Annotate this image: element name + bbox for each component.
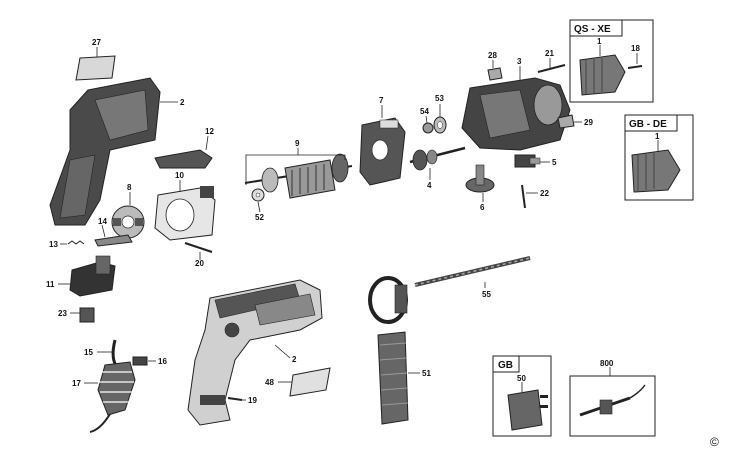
part-16-cable-clamp: 16 [132, 356, 167, 366]
callout-15: 15 [84, 348, 93, 357]
callout-27: 27 [92, 38, 101, 47]
part-29-label: 29 [557, 114, 593, 129]
callout-29: 29 [584, 118, 593, 127]
part-3-gear-housing: 3 [461, 57, 571, 151]
part-54-bearing: 54 [420, 107, 434, 134]
part-11-switch: 11 [46, 255, 116, 297]
callout-7: 7 [379, 96, 384, 105]
callout-54: 54 [420, 107, 429, 116]
part-20-screw: 20 [184, 242, 213, 268]
box-title-gb: GB [498, 360, 513, 371]
part-800-box: 800 [569, 359, 656, 437]
callout-51: 51 [422, 369, 431, 378]
box-title-qs-xe: QS - XE [574, 24, 611, 35]
callout-2-drill: 2 [292, 355, 297, 364]
part-4-spindle: 4 [409, 146, 466, 190]
part-13-spring: 13 [49, 240, 85, 249]
part-14-switch-lever: 14 [94, 217, 133, 247]
callout-17: 17 [72, 379, 81, 388]
callout-8: 8 [127, 183, 132, 192]
part-19-screw: 19 [227, 396, 257, 405]
callout-2-top: 2 [180, 98, 185, 107]
callout-800: 800 [600, 359, 614, 368]
callout-52: 52 [255, 213, 264, 222]
callout-53: 53 [435, 94, 444, 103]
callout-4: 4 [427, 181, 432, 190]
copyright-symbol: © [710, 435, 719, 449]
callout-1-qs: 1 [597, 37, 602, 46]
callout-48: 48 [265, 378, 274, 387]
part-23-capacitor: 23 [58, 307, 95, 323]
callout-50: 50 [517, 374, 526, 383]
gb-box: GB 50 [492, 355, 552, 437]
part-1-chuck-qs: 1 [579, 37, 626, 96]
callout-6: 6 [480, 203, 485, 212]
box-title-gb-de: GB - DE [629, 119, 667, 130]
part-2-housing-half: 2 [49, 77, 185, 226]
part-8-brush-plate: 8 [111, 183, 145, 239]
part-1-chuck-gb-de: 1 [631, 132, 681, 193]
callout-20: 20 [195, 259, 204, 268]
part-9-armature: 9 [244, 139, 353, 199]
callout-1-gb-de: 1 [655, 132, 660, 141]
callout-23: 23 [58, 309, 67, 318]
callout-13: 13 [49, 240, 58, 249]
callout-3: 3 [517, 57, 522, 66]
part-27-label-plate: 27 [75, 38, 116, 81]
assembled-drill: 2 [187, 279, 323, 426]
part-22-screw: 22 [521, 184, 549, 209]
part-52-bearing: 52 [251, 188, 265, 222]
callout-21: 21 [545, 49, 554, 58]
callout-16: 16 [158, 357, 167, 366]
callout-12: 12 [205, 127, 214, 136]
gb-de-box: GB - DE 1 [624, 114, 694, 201]
callout-11: 11 [46, 280, 55, 289]
callout-22: 22 [540, 189, 549, 198]
qs-xe-box: QS - XE 1 18 [569, 19, 654, 103]
part-7-gear-plate: 7 [359, 96, 406, 186]
part-800-cable-assembly: 800 [579, 359, 646, 417]
part-12-switch-cover: 12 [154, 127, 214, 169]
callout-28: 28 [488, 51, 497, 60]
callout-55: 55 [482, 290, 491, 299]
callout-5: 5 [552, 158, 557, 167]
part-51-side-handle: 51 [368, 276, 431, 425]
callout-18: 18 [631, 44, 640, 53]
part-6-mode-knob: 6 [465, 164, 495, 212]
callout-14: 14 [98, 217, 107, 226]
part-17-cable-guard: 17 [72, 361, 136, 433]
part-5-selector: 5 [514, 154, 557, 168]
part-48-label: 48 [265, 367, 331, 397]
part-53-bearing: 53 [433, 94, 447, 134]
part-55-depth-rod: 55 [414, 256, 531, 299]
part-10-field-stator: 10 [154, 171, 216, 241]
part-18-screw: 18 [627, 44, 643, 69]
part-21-screw: 21 [537, 49, 566, 73]
part-50-plug: 50 [507, 374, 548, 431]
callout-9: 9 [295, 139, 300, 148]
callout-10: 10 [175, 171, 184, 180]
part-28-label: 28 [487, 51, 503, 81]
callout-19: 19 [248, 396, 257, 405]
